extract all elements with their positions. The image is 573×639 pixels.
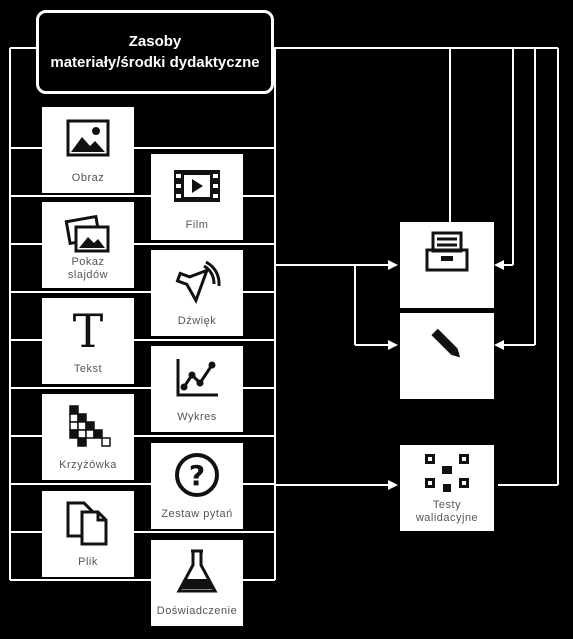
resource-label: Obraz <box>71 172 105 184</box>
resource-tile-image[interactable]: Obraz <box>42 107 134 193</box>
resource-label: Krzyżówka <box>59 459 117 471</box>
resource-tile-experiment[interactable]: Doświadczenie <box>151 540 243 626</box>
svg-text:T: T <box>73 307 104 353</box>
output-tile-tests[interactable]: Testy walidacyjne <box>400 445 494 531</box>
speaker-icon <box>175 260 221 304</box>
header-title: Zasoby <box>128 33 182 50</box>
resource-label: Wykres <box>177 411 217 423</box>
output-tile-edit[interactable] <box>400 313 494 399</box>
resource-tile-questions[interactable]: ? Zestaw pytań <box>151 443 243 529</box>
svg-text:?: ? <box>189 459 205 492</box>
header-subtitle: materiały/środki dydaktyczne <box>50 54 260 71</box>
resource-label: Doświadczenie <box>156 605 238 617</box>
file-icon <box>66 501 108 546</box>
film-icon <box>174 170 220 202</box>
resource-label: Plik <box>78 556 98 568</box>
output-tile-archive[interactable] <box>400 222 494 308</box>
pencil-icon <box>431 328 461 358</box>
resource-tile-text[interactable]: T Tekst <box>42 298 134 384</box>
crossword-icon <box>69 405 111 447</box>
resource-label: Zestaw pytań <box>161 508 233 520</box>
flask-icon <box>176 549 218 593</box>
resource-label: Tekst <box>73 363 103 375</box>
output-label: Testy walidacyjne <box>415 499 479 524</box>
resource-label: Dźwięk <box>177 315 217 327</box>
resource-tile-file[interactable]: Plik <box>42 491 134 577</box>
resources-header: Zasoby materiały/środki dydaktyczne <box>36 10 274 94</box>
slideshow-icon <box>64 214 110 253</box>
resource-tile-crossword[interactable]: Krzyżówka <box>42 394 134 480</box>
resource-label: Pokaz slajdów <box>67 256 109 281</box>
resource-tile-film[interactable]: Film <box>151 154 243 240</box>
resource-tile-slideshow[interactable]: Pokaz slajdów <box>42 202 134 288</box>
resource-tile-sound[interactable]: Dźwięk <box>151 250 243 336</box>
resource-tile-chart[interactable]: Wykres <box>151 346 243 432</box>
archive-icon <box>425 231 469 272</box>
question-icon: ? <box>175 453 219 497</box>
text-icon: T <box>73 307 104 353</box>
chart-icon <box>176 359 218 397</box>
qr-tests-icon <box>425 454 469 492</box>
resource-label: Film <box>185 219 209 231</box>
image-icon <box>66 119 110 157</box>
